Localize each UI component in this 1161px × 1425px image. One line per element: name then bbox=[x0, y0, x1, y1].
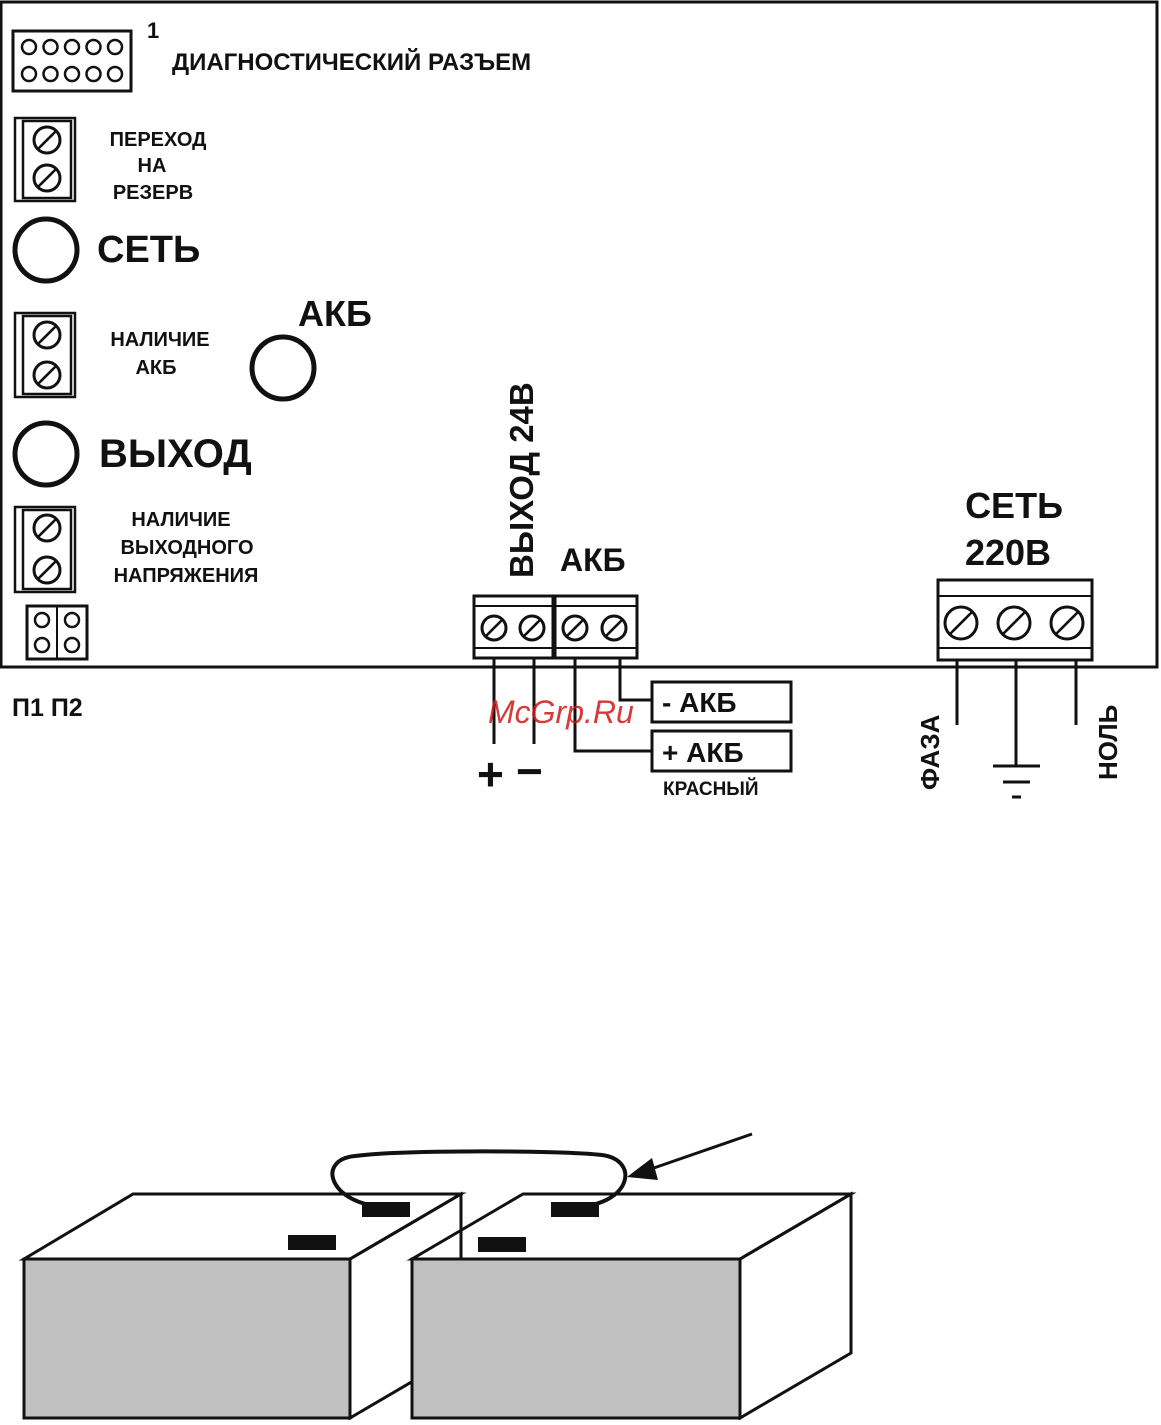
output-terminal-block bbox=[474, 596, 553, 658]
minus-sign: − bbox=[516, 745, 543, 797]
diag-pin bbox=[65, 67, 79, 81]
net-led-label: СЕТЬ bbox=[97, 229, 200, 271]
battery-terminal bbox=[288, 1235, 336, 1250]
red-wire-label: КРАСНЫЙ bbox=[663, 778, 759, 800]
screw-terminal-icon bbox=[602, 616, 626, 640]
diag-connector-label: ДИАГНОСТИЧЕСКИЙ РАЗЪЕМ bbox=[172, 48, 531, 76]
screw-terminal-icon bbox=[482, 616, 506, 640]
reserve-jumper-block bbox=[15, 118, 75, 201]
battery-box-icon bbox=[24, 1194, 461, 1418]
reserve-label-line3: РЕЗЕРВ bbox=[113, 182, 193, 204]
arrow-icon bbox=[627, 1134, 752, 1180]
battery-terminal bbox=[478, 1237, 526, 1252]
output-voltage-line3: НАПРЯЖЕНИЯ bbox=[114, 565, 259, 587]
screw-terminal-icon bbox=[34, 362, 60, 388]
screw-terminal-icon bbox=[563, 616, 587, 640]
diag-pin bbox=[108, 40, 122, 54]
battery-presence-line1: НАЛИЧИЕ bbox=[110, 329, 209, 351]
battery-front bbox=[24, 1259, 350, 1418]
diag-pin-number: 1 bbox=[147, 18, 159, 43]
pin-header-icon bbox=[13, 31, 131, 91]
screw-terminal-icon bbox=[520, 616, 544, 640]
output-voltage-line2: ВЫХОДНОГО bbox=[120, 537, 253, 559]
output-voltage-presence-block bbox=[15, 507, 75, 592]
battery-presence-line2: АКБ bbox=[135, 357, 176, 379]
mains-terminal-block bbox=[938, 580, 1092, 660]
screw-terminal-icon bbox=[34, 165, 60, 191]
neutral-label: НОЛЬ bbox=[1093, 705, 1123, 780]
jumper-header bbox=[27, 606, 87, 659]
watermark: McGrp.Ru bbox=[488, 694, 634, 730]
output-led-label: ВЫХОД bbox=[99, 432, 252, 476]
screw-terminal-icon bbox=[1051, 607, 1083, 639]
output-terminal-label: ВЫХОД 24В bbox=[503, 382, 540, 578]
ground-symbol-icon bbox=[993, 766, 1040, 797]
output-voltage-line1: НАЛИЧИЕ bbox=[131, 509, 230, 531]
battery-led-label: АКБ bbox=[298, 293, 372, 334]
battery-presence-block bbox=[15, 313, 75, 397]
mains-label-line2: 220В bbox=[965, 532, 1051, 573]
screw-terminal-icon bbox=[34, 557, 60, 583]
jumpers-label: П1 П2 bbox=[12, 694, 83, 722]
diag-pin bbox=[44, 67, 58, 81]
reserve-label-line1: ПЕРЕХОД bbox=[110, 129, 207, 151]
reserve-label-line2: НА bbox=[138, 155, 167, 177]
screw-terminal-icon bbox=[998, 607, 1030, 639]
screw-terminal-icon bbox=[34, 515, 60, 541]
battery-jumper-wire bbox=[332, 1151, 625, 1207]
led-ring-icon bbox=[15, 423, 77, 485]
diag-pin bbox=[87, 40, 101, 54]
diag-pin bbox=[87, 67, 101, 81]
diag-pin bbox=[108, 67, 122, 81]
screw-terminal-icon bbox=[34, 127, 60, 153]
battery-front bbox=[412, 1259, 740, 1418]
battery-minus-tag-label: - АКБ bbox=[662, 687, 737, 718]
battery-plus-tag-label: + АКБ bbox=[662, 737, 744, 768]
led-ring-icon bbox=[252, 337, 314, 399]
battery-terminal-block bbox=[555, 596, 637, 658]
screw-terminal-icon bbox=[945, 607, 977, 639]
battery-terminal-label: АКБ bbox=[560, 542, 626, 578]
battery-box-icon bbox=[412, 1194, 851, 1418]
diag-pin bbox=[65, 40, 79, 54]
screw-terminal-icon bbox=[34, 322, 60, 348]
diag-pin bbox=[44, 40, 58, 54]
phase-label: ФАЗА bbox=[915, 714, 945, 790]
diag-pin bbox=[22, 67, 36, 81]
plus-sign: + bbox=[477, 748, 504, 800]
diag-pin bbox=[22, 40, 36, 54]
led-ring-icon bbox=[15, 219, 77, 281]
mains-label-line1: СЕТЬ bbox=[965, 485, 1063, 526]
